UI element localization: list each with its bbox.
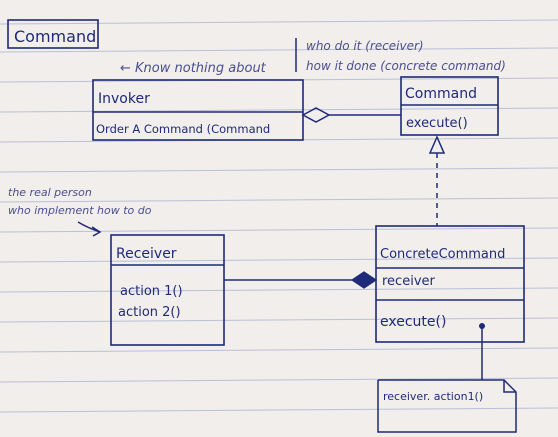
receiver-note-line2: who implement how to do [8, 204, 152, 217]
receiver-note-line1: the real person [8, 186, 92, 199]
receiver-class: Receiver action 1() action 2() [110, 234, 225, 346]
receiver-method-1: action 1() [120, 284, 183, 299]
code-note-text: receiver. action1() [383, 390, 483, 403]
receiver-method-2: action 2() [118, 305, 181, 320]
who-note: who do it (receiver) [306, 39, 424, 53]
invoker-note: ← Know nothing about [120, 61, 267, 76]
concrete-command-field: receiver [382, 274, 436, 289]
concrete-command-class: ConcreteCommand receiver execute() [375, 225, 525, 343]
title-box [7, 19, 99, 49]
invoker-name: Invoker [98, 91, 150, 107]
diagram-title: Command [14, 27, 96, 46]
invoker-class: Invoker Order A Command (Command [92, 79, 304, 141]
command-method: execute() [406, 116, 468, 131]
code-note: receiver. action1() [377, 379, 517, 433]
command-name: Command [405, 86, 477, 102]
invoker-method: Order A Command (Command [96, 122, 270, 136]
how-note: how it done (concrete command) [306, 59, 506, 73]
concrete-command-name: ConcreteCommand [380, 247, 505, 262]
command-class: Command execute() [400, 76, 499, 136]
receiver-note-arrow-icon [77, 221, 102, 237]
receiver-name: Receiver [116, 246, 177, 262]
concrete-command-method: execute() [380, 314, 446, 330]
composition-diamond-icon [350, 271, 378, 289]
